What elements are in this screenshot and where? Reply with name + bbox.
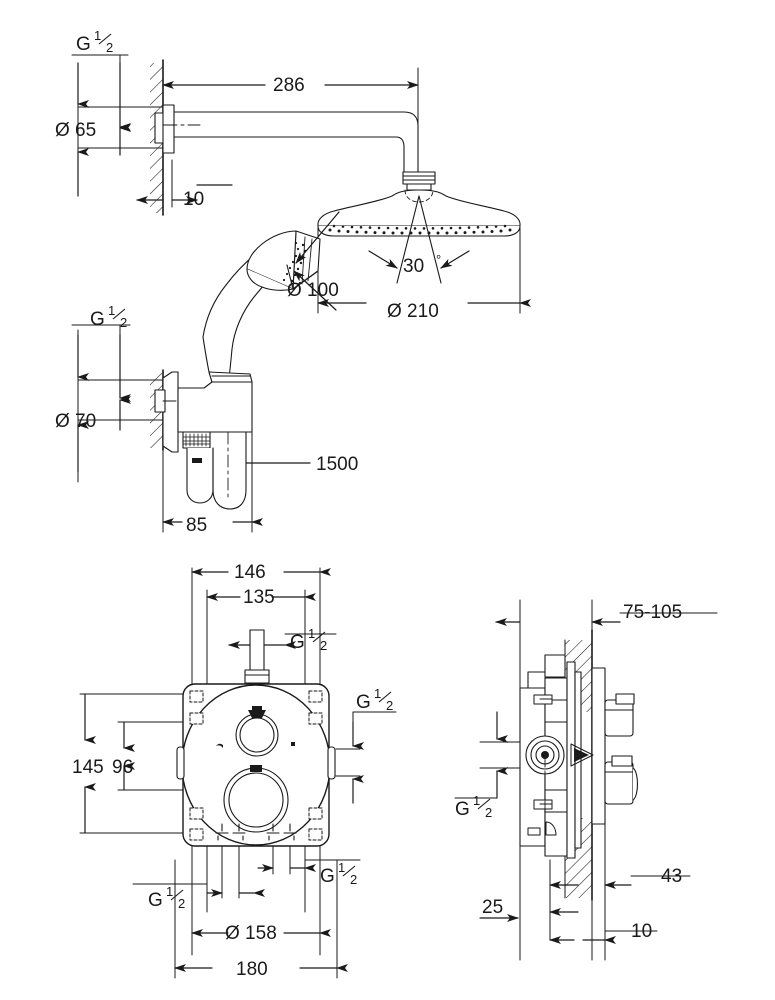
g-denominator-text-holder: 2 [120,315,127,330]
dim-label-25: 25 [482,897,503,918]
holder-body [177,381,253,433]
hand-shower-handle-holder [202,336,253,383]
spray-angle-arrows [368,250,470,269]
front-mounting-holes [189,690,323,841]
head-shower-nozzles [328,224,512,235]
label-g-half-front-right: G 1 2 [356,686,393,713]
dim-label-135: 135 [243,587,275,608]
front-index-marks [216,742,295,748]
g-main-front-bl: G [148,890,163,911]
dim-side-g-arrows [454,711,508,799]
g-denominator-text: 2 [106,40,113,55]
hose-connection [182,431,214,504]
g-den-front-right: 2 [386,698,393,713]
head-connector-nut [402,171,436,191]
dim-label-75-105: 75-105 [623,602,682,623]
spray-angle-lines [396,195,442,284]
g-main-text: G [76,34,91,55]
dim-label-146: 146 [234,562,266,583]
label-g-half-front-br: G 1 2 [320,860,357,887]
side-triangle-outline [570,743,594,767]
side-triangle-marker [574,748,589,762]
dim-label-43: 43 [661,866,682,887]
front-upper-control [235,706,279,757]
head-shower-body [317,189,521,237]
g-num-front-top: 1 [308,626,315,641]
dim-side-top-left [495,599,521,661]
dim-label-96: 96 [112,757,133,778]
g-num-front-br: 1 [338,860,345,875]
dim-depth-inner [549,881,579,916]
dim-d100 [293,211,340,311]
dim-43 [604,875,691,889]
g-den-side: 2 [485,805,492,820]
g-num-front-bl: 1 [166,884,173,899]
g-den-front-top: 2 [320,638,327,653]
dim-label-1500: 1500 [316,454,358,475]
dim-g-right [335,711,361,777]
ext-lines-holder [71,324,164,483]
dim-g-right-arrows [352,711,397,804]
dim-label-30: 30 [403,256,424,277]
g-main-front-top: G [290,632,305,653]
g-den-front-br: 2 [350,872,357,887]
dim-label-d70: Ø 70 [55,411,96,432]
dim-arrows-g-holder [77,334,131,402]
dim-label-10-bottom: 10 [631,921,652,942]
dim-g-bottom-left [132,883,265,897]
label-g-half-arm: G 1 2 [76,28,113,55]
g-numerator-text: 1 [94,28,101,43]
dim-label-d210: Ø 210 [387,301,439,322]
dim-g-top [228,633,337,649]
dim-75-105 [591,599,718,641]
dim-label-286: 286 [273,75,305,96]
dim-label-d65: Ø 65 [55,120,96,141]
dim-arrows-g-arm [77,62,131,131]
side-outlet-upper [604,693,635,737]
ext-lines-front-horz [79,693,197,834]
dim-180 [174,859,338,979]
label-g-half-holder: G 1 2 [90,303,127,330]
g-main-side: G [455,799,470,820]
g-main-front-br: G [320,866,335,887]
front-lower-control [223,765,289,833]
g-main-front-right: G [356,692,371,713]
dim-label-10-top: 10 [183,189,204,210]
wall-flange-arm [154,104,175,154]
front-top-inlet [244,629,270,684]
dim-label-d100: Ø 100 [287,280,339,301]
g-main-text-holder: G [90,309,105,330]
dim-label-145: 145 [72,757,104,778]
dim-label-85: 85 [186,515,207,536]
front-side-tabs [176,746,336,780]
shower-arm [162,111,419,173]
dim-label-d158: Ø 158 [225,923,277,944]
g-num-side: 1 [473,793,480,808]
dim-10-top [136,159,233,208]
front-bottom-ticks [215,823,297,841]
dim-arrows-d65 [77,124,131,197]
dim-arrows-d70 [77,396,131,473]
g-num-front-right: 1 [374,686,381,701]
degree-symbol-text: ° [436,252,441,267]
label-g-half-side: G 1 2 [455,793,492,820]
head-center-detail [404,189,434,203]
g-numerator-text-holder: 1 [108,303,115,318]
label-g-half-front-bl: G 1 2 [148,884,185,911]
dim-label-180: 180 [236,959,268,980]
dim-g-bottom-right [257,859,361,872]
side-outlet-lower [604,755,639,805]
dim-10-bottom [549,930,658,944]
side-valve-circles [525,735,565,836]
side-internal-details [527,694,557,836]
shower-hose [212,431,247,510]
label-g-half-front-top: G 1 2 [290,626,327,653]
g-den-front-bl: 2 [178,896,185,911]
